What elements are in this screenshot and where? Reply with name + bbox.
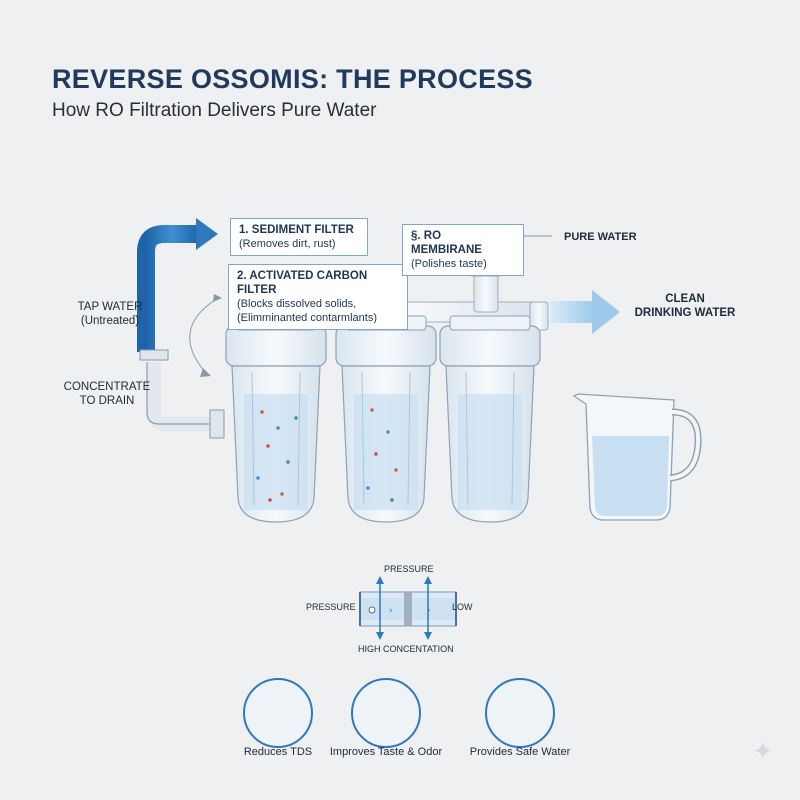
ro-membrane-desc: (Polishes taste) (411, 258, 487, 270)
svg-text:›: › (389, 606, 393, 616)
drain-pipe (146, 362, 225, 439)
sediment-filter-label: 1. SEDIMENT FILTER (Removes dirt, rust) (230, 218, 368, 256)
filter-housing-2 (335, 315, 437, 523)
carbon-filter-desc-2: (Elimminanted contarmlants) (237, 312, 377, 324)
ro-membrane-label: §. RO MEMBIRANE (Polishes taste) (402, 224, 524, 276)
filter-housing-3 (439, 315, 541, 523)
water-pitcher (572, 393, 702, 521)
sediment-filter-desc: (Removes dirt, rust) (239, 238, 336, 250)
contaminant-particles (256, 408, 398, 502)
carbon-filter-desc-1: (Blocks dissolved solids, (237, 298, 357, 310)
membrane-detail: › › (359, 576, 457, 640)
sediment-filter-title: 1. SEDIMENT FILTER (239, 224, 354, 236)
ro-membrane-title: §. RO MEMBIRANE (411, 230, 482, 256)
tap-water-sub: (Untreated) (80, 315, 140, 327)
output-arrow (550, 290, 620, 334)
benefit-label-taste: Improves Taste & Odor (329, 746, 443, 758)
pure-water-label: PURE WATER (564, 231, 637, 243)
benefit-circle-safe (485, 678, 555, 748)
clean-sub: DRINKING WATER (634, 307, 736, 319)
clean-title: CLEAN (665, 293, 705, 305)
page-subtitle: How RO Filtration Delivers Pure Water (52, 100, 377, 121)
membrane-right-label: LOW (452, 602, 473, 612)
concentrate-sub: TO DRAIN (79, 395, 135, 407)
benefit-label-tds: Reduces TDS (243, 746, 313, 758)
membrane-bottom-label: HIGH CONCENTATION (358, 644, 454, 654)
benefit-circle-tds (243, 678, 313, 748)
tap-water-label: TAP WATER (Untreated) (60, 300, 160, 328)
filter-housing-1 (225, 315, 327, 523)
page-title: REVERSE OSSOMIS: THE PROCESS (52, 64, 533, 94)
benefit-circle-taste (351, 678, 421, 748)
benefit-label-safe: Provides Safe Water (469, 746, 571, 758)
svg-text:›: › (427, 606, 431, 616)
membrane-top-label: PRESSURE (384, 564, 434, 574)
concentrate-title: CONCENTRATE (63, 381, 151, 393)
tap-water-title: TAP WATER (77, 301, 143, 313)
inlet-arrow (137, 218, 218, 361)
sparkle-icon: ✦ (752, 736, 774, 766)
carbon-filter-label: 2. ACTIVATED CARBON FILTER (Blocks disso… (228, 264, 408, 330)
curved-arrow (189, 299, 216, 373)
clean-water-label: CLEAN DRINKING WATER (620, 292, 750, 320)
concentrate-label: CONCENTRATE TO DRAIN (52, 380, 162, 408)
carbon-filter-title: 2. ACTIVATED CARBON FILTER (237, 270, 368, 296)
membrane-left-label: PRESSURE (306, 602, 356, 612)
